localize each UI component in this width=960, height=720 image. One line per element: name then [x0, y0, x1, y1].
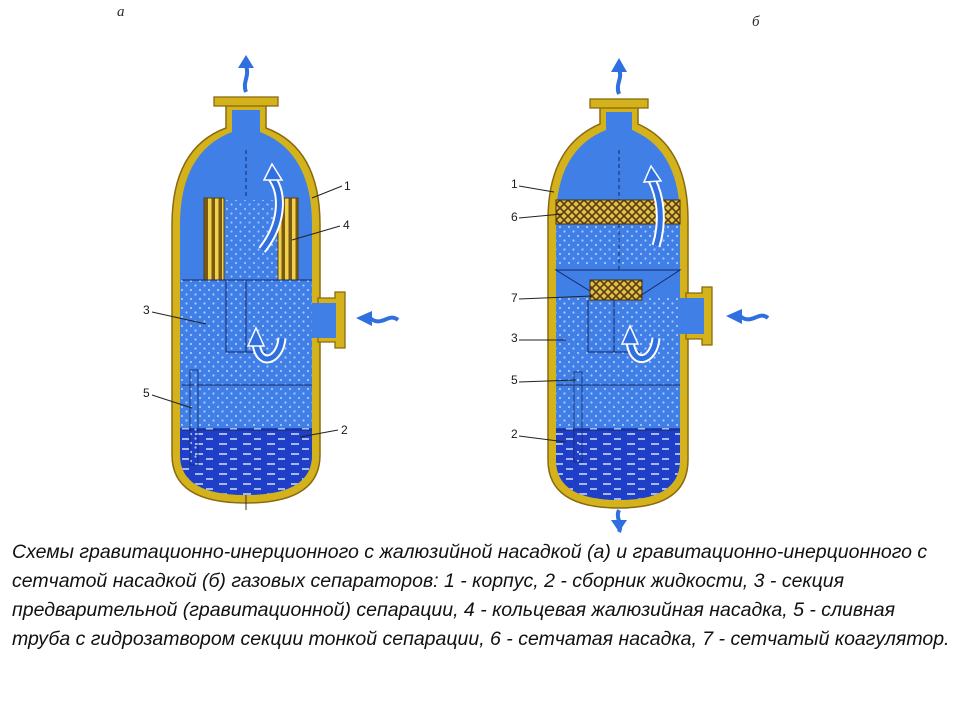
figure-caption: Схемы гравитационно-инерционного с жалюз…: [12, 541, 950, 650]
svg-text:2: 2: [341, 423, 348, 437]
drain-pipe-b: [573, 371, 583, 463]
callout-1-a: 1: [311, 179, 351, 199]
svg-text:5: 5: [511, 373, 518, 387]
svg-text:7: 7: [511, 291, 518, 305]
gas-outlet-arrow-icon: [611, 58, 627, 95]
svg-text:3: 3: [143, 303, 150, 317]
callout-1-b: 1: [511, 177, 555, 193]
svg-text:5: 5: [143, 386, 150, 400]
callout-2-a: 2: [299, 423, 348, 438]
separator-b: 1 6 7 3 5 2: [511, 58, 770, 533]
separator-diagrams: 1 4 3 5 2: [143, 55, 770, 533]
gas-outlet-flange-a: [213, 96, 279, 107]
svg-text:1: 1: [511, 177, 518, 191]
callout-2-b: 2: [511, 427, 567, 443]
callout-3-b: 3: [511, 331, 566, 345]
mesh-coagulator-b: [589, 279, 643, 301]
louver-packing-left-a: [203, 197, 225, 281]
separator-a: 1 4 3 5 2: [143, 55, 400, 510]
flow-turn-arrow-icon: [258, 162, 284, 253]
flow-turn-arrow-icon: [620, 324, 661, 364]
gas-inlet-arrow-icon: [726, 309, 770, 324]
flow-turn-arrow-icon: [642, 164, 665, 248]
callout-3-a: 3: [143, 303, 207, 325]
svg-text:2: 2: [511, 427, 518, 441]
callout-6-b: 6: [511, 210, 563, 224]
panel-letter-a: а: [117, 4, 125, 20]
gas-outlet-flange-b: [589, 98, 649, 109]
gas-inlet-arrow-icon: [356, 311, 400, 326]
callout-5-a: 5: [143, 386, 193, 409]
drain-pipe-a: [189, 369, 199, 466]
callout-4-a: 4: [291, 218, 350, 241]
gas-outlet-arrow-icon: [238, 55, 254, 93]
flow-turn-arrow-icon: [246, 326, 287, 364]
svg-text:4: 4: [343, 218, 350, 232]
callout-7-b: 7: [511, 291, 593, 305]
liquid-outlet-arrow-icon: [611, 509, 627, 533]
panel-letter-b: б: [752, 14, 760, 30]
svg-text:6: 6: [511, 210, 518, 224]
svg-text:3: 3: [511, 331, 518, 345]
callout-5-b: 5: [511, 373, 577, 387]
svg-text:1: 1: [344, 179, 351, 193]
